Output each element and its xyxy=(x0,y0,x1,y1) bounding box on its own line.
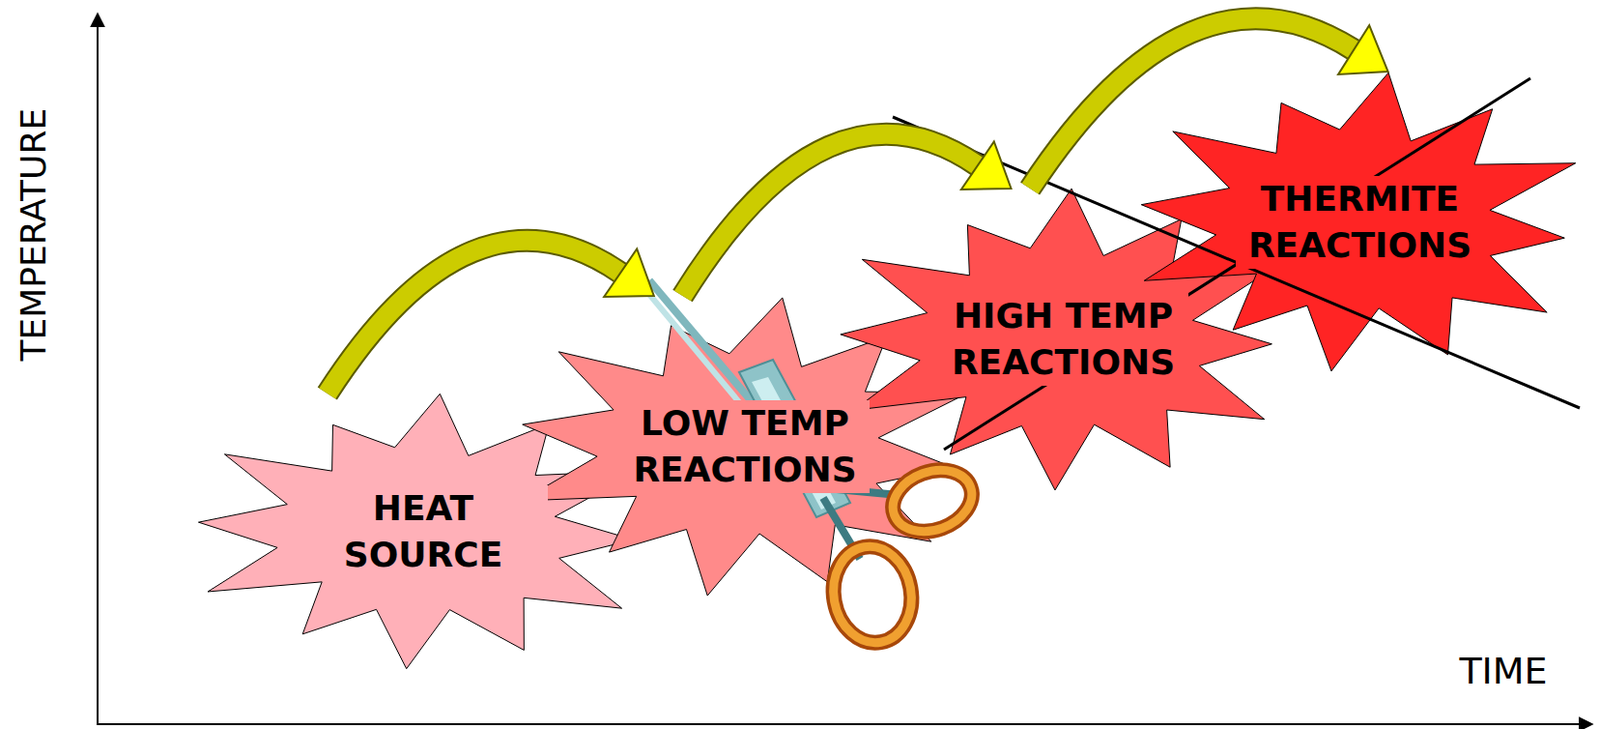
curved-arrow xyxy=(327,240,655,394)
starburst-node: HIGH TEMP REACTIONS xyxy=(826,188,1301,490)
starburst-node: THERMITE REACTIONS xyxy=(1125,71,1595,372)
starburst-outline xyxy=(840,188,1273,490)
temperature-axis xyxy=(96,13,99,724)
arrow-body xyxy=(1029,18,1354,189)
arrow-body xyxy=(327,240,621,394)
curved-arrow xyxy=(1029,18,1389,189)
node-label: THERMITE REACTIONS xyxy=(1235,175,1486,269)
arrow-outline xyxy=(327,240,621,394)
starburst-node: HEAT SOURCE xyxy=(183,393,663,669)
node-label: HEAT SOURCE xyxy=(298,485,548,578)
time-axis xyxy=(96,722,1593,725)
curved-arrow xyxy=(683,134,1012,296)
arrow-head xyxy=(1338,25,1389,75)
cross-out-line xyxy=(892,116,1580,408)
cross-out-line xyxy=(943,78,1531,450)
starburst-outline xyxy=(1141,72,1575,372)
node-label: HIGH TEMP REACTIONS xyxy=(939,292,1189,386)
arrow-head xyxy=(603,249,655,297)
axis-label: TIME xyxy=(1458,650,1547,693)
arrow-outline xyxy=(683,134,978,296)
arrow-outline xyxy=(1029,18,1354,189)
arrow-body xyxy=(683,134,978,296)
starburst-outline xyxy=(198,393,638,668)
node-label: LOW TEMP REACTIONS xyxy=(620,400,870,493)
axis-label: TEMPERATURE xyxy=(13,108,54,362)
starburst-node: LOW TEMP REACTIONS xyxy=(505,295,985,598)
arrow-head xyxy=(961,142,1012,191)
starburst-outline xyxy=(520,297,969,596)
